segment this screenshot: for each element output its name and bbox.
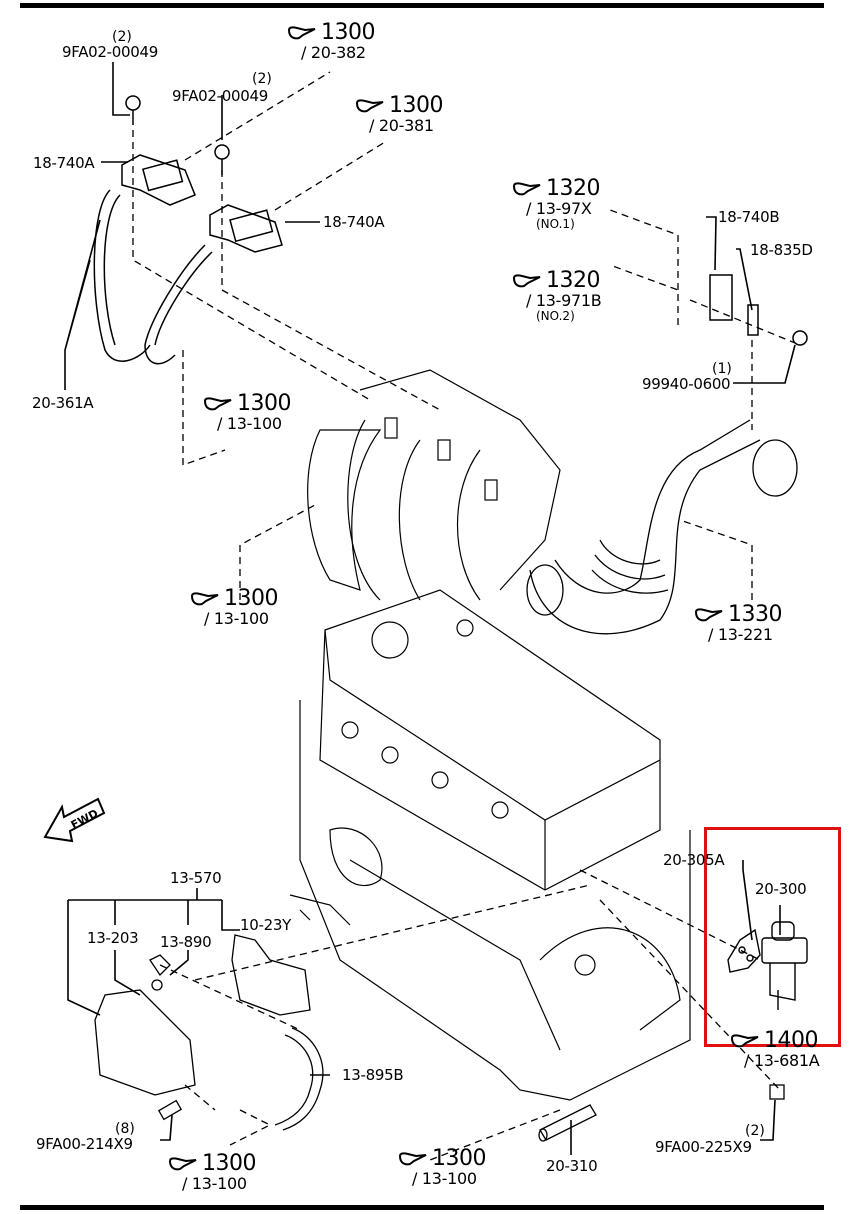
part-label-13-895b[interactable]: 13-895B — [342, 1066, 404, 1084]
water-pipe — [538, 1084, 785, 1142]
part-label-18-740a[interactable]: 18-740A — [33, 154, 95, 172]
ref-group: 1300 — [432, 1146, 487, 1171]
bottom-rule — [20, 1205, 824, 1210]
engine-block — [289, 589, 691, 1101]
part-label-20-305a[interactable]: 20-305A — [663, 851, 725, 869]
reference-callout[interactable]: 1300 / 13-100 — [398, 1146, 487, 1188]
pointing-hand-icon — [355, 99, 384, 113]
part-label-99940-0600[interactable]: 99940-0600 — [642, 375, 731, 393]
reference-callout[interactable]: 1300 / 13-100 — [203, 391, 292, 433]
air-intake-duct — [526, 419, 798, 635]
part-label-20-310[interactable]: 20-310 — [546, 1157, 598, 1175]
part-label-13-890[interactable]: 13-890 — [160, 933, 212, 951]
reference-callout[interactable]: 1330 / 13-221 — [694, 602, 783, 644]
part-qty: (2) — [252, 71, 272, 87]
ref-figure: / 13-971B — [526, 291, 602, 310]
solenoid-brackets — [121, 95, 808, 346]
pointing-hand-icon — [398, 1152, 427, 1166]
reference-callout[interactable]: 1320 / 13-971B (NO.2) — [512, 268, 602, 323]
part-qty: (8) — [115, 1121, 135, 1137]
ref-note: (NO.1) — [536, 217, 575, 231]
pointing-hand-icon — [203, 397, 232, 411]
oil-separator — [94, 934, 324, 1131]
part-label-20-300[interactable]: 20-300 — [755, 880, 807, 898]
reference-callout[interactable]: 1300 / 20-381 — [355, 93, 444, 135]
part-label-9fa00-214x9[interactable]: 9FA00-214X9 — [36, 1135, 133, 1153]
ref-figure: / 13-100 — [204, 609, 269, 628]
part-qty: (2) — [112, 29, 132, 45]
ref-figure: / 13-100 — [217, 414, 282, 433]
part-label-20-361a[interactable]: 20-361A — [32, 394, 94, 412]
pointing-hand-icon — [190, 592, 219, 606]
ref-figure: / 13-221 — [708, 625, 773, 644]
ref-group: 1320 — [546, 268, 601, 293]
part-label-13-570[interactable]: 13-570 — [170, 869, 222, 887]
ref-figure: / 13-100 — [182, 1174, 247, 1193]
ref-group: 1400 — [764, 1028, 819, 1053]
egr-valve — [727, 921, 808, 1010]
pointing-hand-icon — [730, 1034, 759, 1048]
ref-group: 1330 — [728, 602, 783, 627]
pointing-hand-icon — [287, 26, 316, 40]
ref-group: 1300 — [389, 93, 444, 118]
part-qty: (2) — [745, 1123, 765, 1139]
reference-callout[interactable]: 1300 / 20-382 — [287, 20, 376, 62]
part-label-18-835d[interactable]: 18-835D — [750, 241, 813, 259]
part-label-9fa02-00049[interactable]: 9FA02-00049 — [62, 43, 158, 61]
ref-figure: / 20-381 — [369, 116, 434, 135]
part-label-18-740a[interactable]: 18-740A — [323, 213, 385, 231]
ref-figure: / 20-382 — [301, 43, 366, 62]
part-qty: (1) — [712, 361, 732, 377]
solid-leaders — [64, 62, 796, 1155]
vacuum-hoses — [93, 189, 213, 365]
part-label-9fa00-225x9[interactable]: 9FA00-225X9 — [655, 1138, 752, 1156]
reference-callout[interactable]: 1320 / 13-97X (NO.1) — [512, 176, 601, 231]
ref-group: 1300 — [202, 1151, 257, 1176]
part-label-13-203[interactable]: 13-203 — [87, 929, 139, 947]
part-label-10-23y[interactable]: 10-23Y — [240, 916, 291, 934]
ref-group: 1300 — [224, 586, 279, 611]
ref-note: (NO.2) — [536, 309, 575, 323]
pointing-hand-icon — [694, 608, 723, 622]
pointing-hand-icon — [512, 274, 541, 288]
ref-group: 1300 — [321, 20, 376, 45]
reference-callout[interactable]: 1400 / 13-681A — [730, 1028, 820, 1070]
reference-callout[interactable]: 1300 / 13-100 — [168, 1151, 257, 1193]
ref-figure: / 13-97X — [526, 199, 592, 218]
top-rule — [20, 3, 824, 8]
highlight-box-egr-valve[interactable] — [704, 827, 841, 1047]
ref-figure: / 13-100 — [412, 1169, 477, 1188]
intake-manifold — [307, 369, 561, 601]
fwd-arrow-icon: FWD — [43, 797, 106, 843]
ref-figure: / 13-681A — [744, 1051, 820, 1070]
reference-callout[interactable]: 1300 / 13-100 — [190, 586, 279, 628]
pointing-hand-icon — [168, 1157, 197, 1171]
pointing-hand-icon — [512, 182, 541, 196]
dashed-leaders — [132, 71, 801, 1161]
part-label-9fa02-00049[interactable]: 9FA02-00049 — [172, 87, 268, 105]
part-label-18-740b[interactable]: 18-740B — [718, 208, 780, 226]
ref-group: 1300 — [237, 391, 292, 416]
ref-group: 1320 — [546, 176, 601, 201]
